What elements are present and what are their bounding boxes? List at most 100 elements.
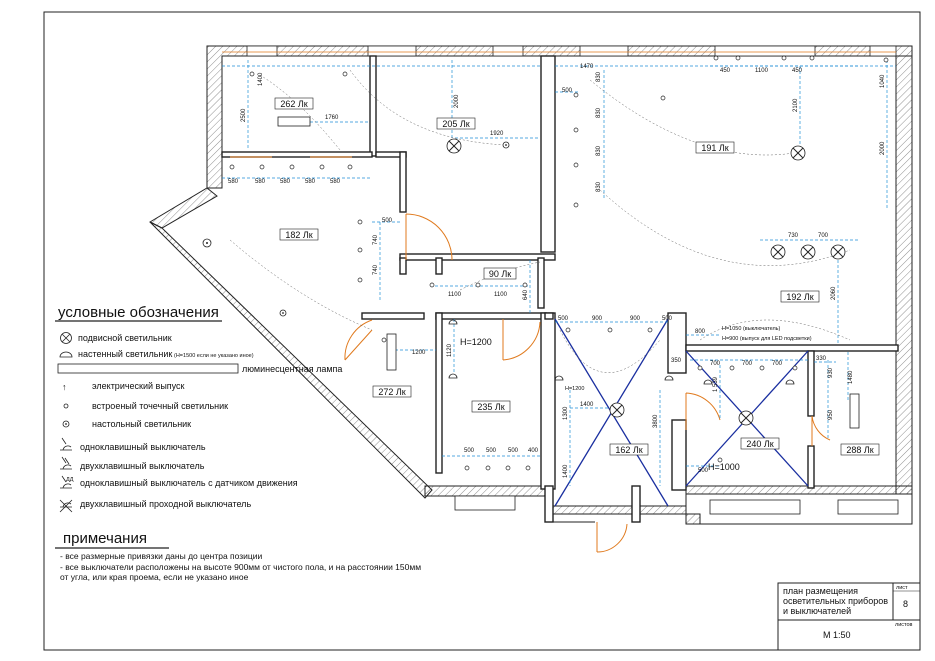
arrow-up-icon: ↑ (62, 382, 67, 392)
room-label-191: 191 Лк (701, 143, 728, 153)
dim-label: 740 (373, 234, 379, 245)
room-label-182: 182 Лк (285, 230, 312, 240)
dim-label: 800 (695, 329, 706, 335)
table-light-icon (62, 420, 70, 428)
dim-label: 1100 (448, 292, 462, 298)
dim-label: 1120 (447, 343, 453, 357)
dim-label: 1300 (563, 406, 569, 420)
dim-label: 450 (720, 68, 731, 74)
note-label: H=1050 (выключатель) (722, 326, 781, 332)
switch-1-icon (60, 437, 72, 451)
note-line-2: - все выключатели расположены на высоте … (60, 562, 421, 572)
dim-label: 400 (528, 448, 539, 454)
notes: примечания - все размерные привязки даны… (55, 530, 421, 582)
dim-label: 930 (828, 367, 834, 378)
dim-label: 500 (562, 88, 573, 94)
doors (230, 156, 831, 553)
title-line-1: план размещения (783, 586, 858, 596)
title-line-3: и выключателей (783, 606, 851, 616)
dim-label: 700 (772, 361, 783, 367)
dim-label: 1480 (848, 370, 854, 384)
dim-label: 580 (228, 179, 239, 185)
note-line-1: - все размерные привязки даны до центра … (60, 551, 263, 561)
note-label: H=900 (выпуск для LED подсветки) (722, 336, 812, 342)
wall-light-icon (59, 351, 73, 358)
room-label-272: 272 Лк (378, 387, 405, 397)
dim-label: 580 (280, 179, 291, 185)
dim-label: 500 (558, 316, 569, 322)
dim-label: 1100 (494, 292, 508, 298)
dim-label: 1400 (580, 402, 594, 408)
wall-lights (448, 319, 795, 385)
spot-lights (229, 55, 889, 471)
room-label-235: 235 Лк (477, 402, 504, 412)
dim-label: 2000 (880, 141, 886, 155)
room-labels: 262 Лк 205 Лк 191 Лк 182 Лк 90 Лк 192 Лк… (274, 97, 880, 456)
fluorescent-lamps (277, 116, 860, 429)
sheets-label: листов (895, 622, 913, 628)
title-line-2: осветительных приборов (783, 596, 888, 606)
room-label-205: 205 Лк (442, 119, 469, 129)
dim-label: 1760 (325, 115, 339, 121)
dim-label: 830 (596, 71, 602, 82)
room-label-240: 240 Лк (746, 439, 773, 449)
dimension-texts: 1400 2500 1760 2000 1920 580 580 580 580… (228, 64, 886, 478)
dim-label: 500 (486, 448, 497, 454)
note-line-3: от угла, или края проема, если не указан… (60, 572, 249, 582)
height-label: H=1000 (708, 462, 740, 472)
dim-label: 830 (596, 145, 602, 156)
windows (222, 45, 899, 515)
interior-walls (221, 55, 899, 491)
dim-label: 3800 (653, 414, 659, 428)
room-label-90: 90 Лк (489, 269, 511, 279)
dim-label: 1200 (412, 350, 426, 356)
dim-label: 1 539 (713, 376, 719, 392)
dim-label: 730 (788, 233, 799, 239)
dim-label: 700 (742, 361, 753, 367)
legend-title: условные обозначения (58, 304, 219, 321)
dim-label: 2060 (831, 286, 837, 300)
sheet-frame (43, 11, 921, 651)
pendant-icon (60, 332, 72, 344)
dim-label: 1920 (490, 131, 504, 137)
dim-label: 1100 (755, 68, 769, 74)
sheet-label: лист (896, 585, 908, 591)
entry-vestibule (544, 485, 641, 523)
legend-sw1: одноклавишный выключатель (80, 442, 206, 452)
title-block: план размещения осветительных приборов и… (777, 582, 921, 651)
pendant-lights (446, 138, 846, 426)
dim-label: 830 (596, 107, 602, 118)
dim-label: 500 (508, 448, 519, 454)
dim-label: 580 (330, 179, 341, 185)
dim-label: 2000 (454, 94, 460, 108)
dim-label: 500 (698, 468, 709, 474)
switch-2-icon (60, 456, 72, 470)
dim-label: 500 (382, 218, 393, 224)
dim-label: 900 (592, 316, 603, 322)
legend: условные обозначения подвисной светильни… (55, 304, 342, 513)
height-label: H=1200 (565, 386, 584, 392)
room-label-162: 162 Лк (615, 445, 642, 455)
dim-label: 350 (671, 358, 682, 364)
dim-label: 450 (792, 68, 803, 74)
dim-label: 580 (255, 179, 266, 185)
dim-label: 500 (662, 316, 673, 322)
room-label-288: 288 Лк (846, 445, 873, 455)
dim-label: 830 (596, 181, 602, 192)
pass-switch-icon (59, 499, 73, 513)
dim-label: 950 (828, 409, 834, 420)
dim-label: 700 (710, 361, 721, 367)
legend-sw-motion: одноклавишный выключатель с датчиком дви… (80, 478, 298, 488)
dim-label: 2500 (241, 108, 247, 122)
legend-spot: встроеный точечный светильник (92, 401, 228, 411)
dim-label: 1470 (580, 64, 594, 70)
notes-title: примечания (63, 530, 147, 547)
room-label-192: 192 Лк (786, 292, 813, 302)
dim-label: 580 (305, 179, 316, 185)
legend-sw2: двухклавишный выключатель (80, 461, 205, 471)
fluorescent-lamp-icon (57, 363, 239, 374)
dim-label: 740 (373, 264, 379, 275)
dim-label: 330 (816, 356, 827, 362)
motion-switch-icon-label: ДД (66, 477, 74, 483)
